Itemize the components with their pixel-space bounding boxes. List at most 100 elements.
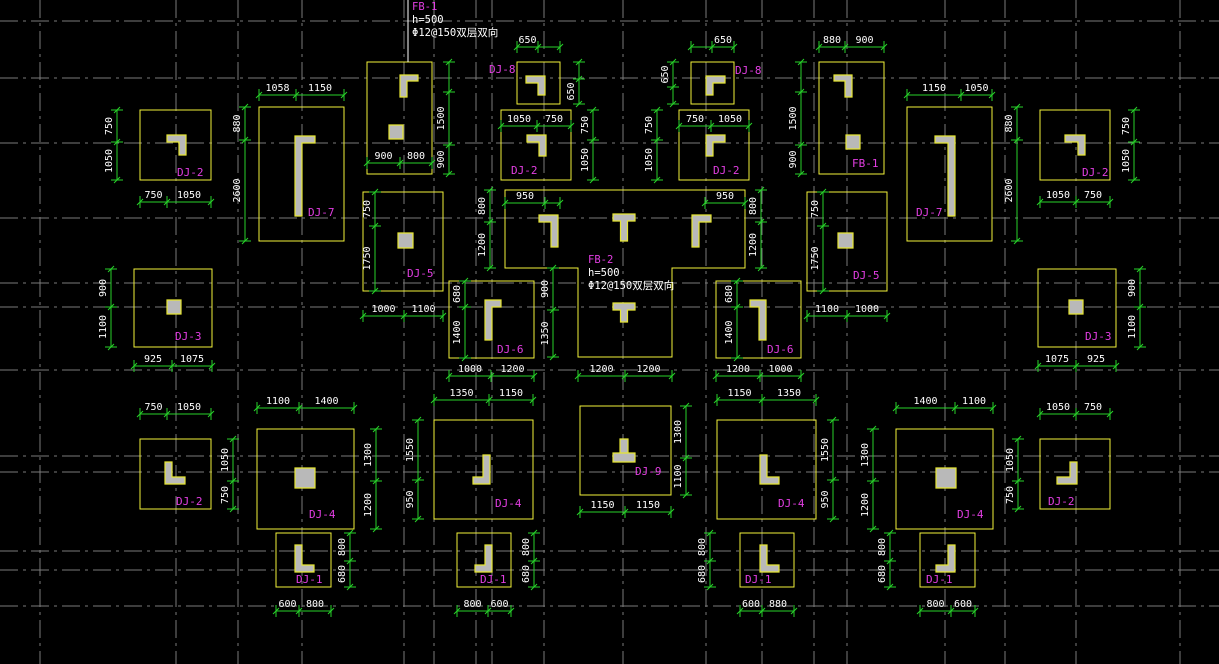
foundation-pad-outline (366, 61, 433, 175)
column-section-shape (935, 544, 956, 573)
dimension-value: 1350 (540, 321, 551, 345)
foundation-pad-outline (806, 191, 888, 292)
dimension-value: 1100 (411, 304, 435, 315)
column-section-shape (1056, 461, 1078, 485)
dimension-value: 900 (1127, 279, 1138, 297)
dimension-value: 950 (516, 191, 534, 202)
dimension-value: 1050 (964, 83, 988, 94)
dimension-value: 1200 (748, 233, 759, 257)
foundation-tag: DJ-8 (735, 64, 762, 77)
dimension-value: 1150 (308, 83, 332, 94)
dimension-value: 1100 (266, 396, 290, 407)
dimension-value: 925 (1087, 354, 1105, 365)
foundation-tag: DJ-2 (1048, 495, 1075, 508)
foundation-tag: DJ-7 (916, 206, 943, 219)
dimension-value: 1200 (860, 493, 871, 517)
column-section-shape (294, 467, 316, 489)
foundation-tag: DJ-4 (957, 508, 984, 521)
dimension-value: 1300 (860, 443, 871, 467)
dimension-value: 1750 (362, 246, 373, 270)
column-section-shape (397, 232, 414, 249)
fb1-note-text: FB-1 (412, 1, 437, 13)
dimension-value: 750 (580, 116, 591, 134)
fb1-note-text: h=500 (412, 14, 444, 26)
dimension-value: 1150 (590, 500, 614, 511)
dimension-value: 1200 (477, 233, 488, 257)
dimension-value: 1400 (314, 396, 338, 407)
foundation-pad-outline (362, 191, 444, 292)
dimension-value: 1075 (1045, 354, 1069, 365)
foundation-tag: DJ-8 (489, 63, 516, 76)
dimension-value: 800 (306, 599, 324, 610)
column-section-shape (294, 135, 316, 217)
dimension-value: 1000 (768, 364, 792, 375)
column-section-shape (472, 454, 491, 485)
dimension-value: 750 (144, 402, 162, 413)
foundation-pad-outline (716, 419, 817, 520)
dimension-value: 1500 (436, 106, 447, 130)
dimension-value: 1050 (1121, 149, 1132, 173)
dimension-value: 880 (769, 599, 787, 610)
dimension-value: 1400 (452, 320, 463, 344)
foundation-tag: DJ-4 (309, 508, 336, 521)
column-section-shape (399, 74, 419, 98)
column-section-shape (749, 299, 767, 341)
column-section-shape (759, 544, 780, 573)
column-section-shape (294, 544, 315, 573)
foundation-pad-outline (678, 109, 750, 181)
dimension-value: 1150 (636, 500, 660, 511)
foundation-tag: DJ-6 (497, 343, 524, 356)
dimension-value: 600 (278, 599, 296, 610)
column-section-shape (691, 214, 712, 248)
foundation-tag: DJ-9 (635, 465, 662, 478)
dimension-value: 950 (820, 490, 831, 508)
fb2-note-text: h=500 (588, 267, 620, 279)
dimension-value: 680 (877, 565, 888, 583)
dimension-value: 600 (490, 599, 508, 610)
foundation-tag: DJ-2 (511, 164, 538, 177)
foundation-pad-outline (456, 532, 512, 588)
dimension-value: 750 (144, 190, 162, 201)
foundation-tag: DJ-1 (480, 573, 507, 586)
dimension-value: 750 (1084, 190, 1102, 201)
foundation-pad-outline (500, 109, 572, 181)
dimension-value: 1050 (1005, 448, 1016, 472)
dimension-value: 600 (742, 599, 760, 610)
dimension-value: 680 (521, 565, 532, 583)
foundation-pad-outline (690, 61, 735, 105)
dimension-value: 900 (436, 150, 447, 168)
foundation-pad-outline (256, 428, 355, 530)
column-section-shape (612, 438, 636, 463)
dimension-value: 1100 (962, 396, 986, 407)
column-section-shape (612, 302, 636, 323)
foundation-tag: DJ-2 (713, 164, 740, 177)
dimension-value: 800 (748, 197, 759, 215)
dimension-value: 1050 (644, 148, 655, 172)
dimension-value: 1050 (507, 114, 531, 125)
dimension-value: 1200 (363, 493, 374, 517)
dimension-value: 1400 (724, 320, 735, 344)
foundation-pad-outline (1037, 268, 1117, 348)
dimension-value: 1500 (788, 106, 799, 130)
dimension-value: 800 (477, 197, 488, 215)
foundation-tag: FB-1 (852, 157, 879, 170)
foundation-tag: DJ-4 (778, 497, 805, 510)
column-section-shape (705, 75, 726, 96)
dimension-value: 1350 (777, 388, 801, 399)
foundation-pad-outline (1039, 109, 1111, 181)
foundation-pad-outline (133, 268, 213, 348)
dimension-value: 1000 (371, 304, 395, 315)
foundation-pad-outline (1039, 438, 1111, 510)
dimension-value: 1300 (363, 443, 374, 467)
dimension-value: 680 (452, 285, 463, 303)
foundation-tag: DJ-1 (296, 573, 323, 586)
dimension-value: 925 (144, 354, 162, 365)
foundation-tag: DJ-1 (745, 573, 772, 586)
dimension-value: 900 (855, 35, 873, 46)
dimension-value: 1000 (855, 304, 879, 315)
column-sections (164, 74, 1086, 573)
foundation-pad-outline (275, 532, 332, 588)
column-section-shape (845, 134, 861, 150)
